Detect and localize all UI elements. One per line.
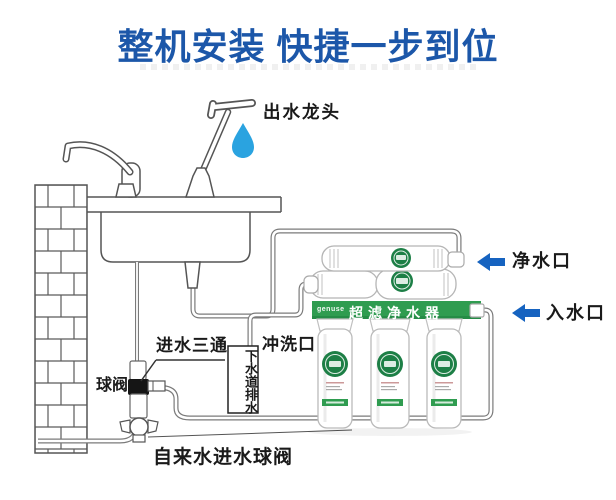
label-sewer-drain: 下水道排水 (243, 349, 258, 414)
label-tap-water-ball-valve: 自来水进水球阀 (153, 447, 294, 468)
clean-port-arrow-icon (477, 253, 505, 271)
label-outlet-faucet: 出水龙头 (263, 102, 341, 122)
outlet-faucet (184, 99, 256, 198)
ball-valve-assembly (119, 360, 166, 443)
sewer-drain-box (227, 345, 259, 414)
label-inlet-tee: 进水三通 (156, 336, 228, 355)
watermark-strip (140, 64, 480, 70)
label-water-inlet-port: 入水口 (546, 303, 606, 323)
filter-canisters (316, 318, 463, 429)
purifier-band (312, 301, 481, 319)
sink-bowl (100, 212, 251, 263)
label-flush-port: 冲洗口 (262, 335, 316, 354)
kitchen-faucet (62, 141, 141, 198)
sink-supply-fitting (184, 261, 201, 289)
water-drop-icon (232, 123, 254, 158)
purifier-brand-text: genuse (317, 306, 345, 313)
counter-top (87, 196, 282, 213)
water-purifier (303, 245, 485, 436)
label-ball-valve: 球阀 (96, 377, 129, 394)
inlet-port-arrow-icon (512, 304, 540, 322)
leader-lines (140, 359, 353, 438)
clean-water-pipe (190, 228, 462, 319)
label-clean-water-port: 净水口 (512, 251, 572, 271)
brick-wall (34, 184, 88, 454)
purifier-band-title: 超滤净水器 (349, 305, 444, 321)
flush-pipe (247, 281, 313, 348)
page-title: 整机安装 快捷一步到位 (117, 26, 499, 67)
